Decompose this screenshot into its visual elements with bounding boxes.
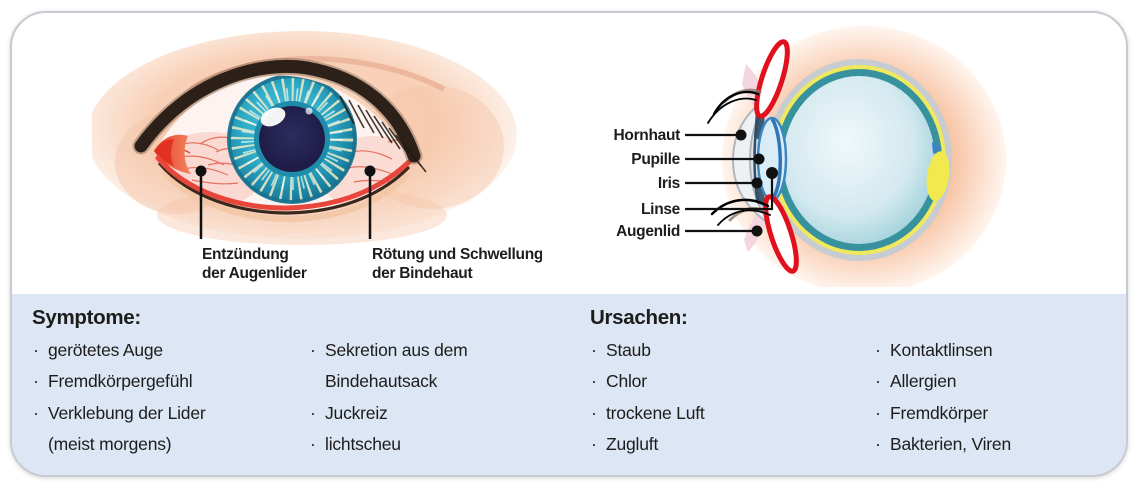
cause-text: Bakterien, Viren: [890, 434, 1011, 455]
label-augenlid: Augenlid: [616, 223, 680, 240]
bullet-icon: ·: [875, 371, 881, 392]
eyelashes: [339, 95, 427, 173]
eyeball: [766, 59, 952, 261]
label-entzuendung-line2: der Augenlider: [202, 265, 307, 282]
bullet-icon: ·: [875, 340, 881, 360]
bullet-icon: ·: [591, 434, 597, 455]
bullet-icon: ·: [591, 402, 597, 423]
bullet-icon: ·: [33, 371, 39, 392]
cause-text: Allergien: [890, 371, 957, 392]
bullet-icon: ·: [591, 340, 597, 360]
list-item: · trockene Luft: [589, 398, 705, 429]
ursachen-list-col1: · Staub · Chlor · trockene Luft · Zugluft: [589, 335, 705, 461]
list-item: · Fremdkörpergefühl: [31, 366, 206, 397]
list-item: · Bakterien, Viren: [873, 429, 1011, 460]
upper-eyelid: [132, 57, 427, 173]
list-item: · Fremdkörper: [873, 398, 1011, 429]
list-item: · Allergien: [873, 366, 1011, 397]
infographic-card: Entzündung der Augenlider Rötung und Sch…: [10, 11, 1128, 477]
symptom-text: Verklebung der Lider (meist morgens): [48, 402, 206, 455]
label-iris: Iris: [658, 175, 680, 192]
cause-text: Kontaktlinsen: [890, 340, 993, 360]
label-linse: Linse: [641, 201, 681, 218]
info-panel: [12, 294, 1126, 475]
label-entzuendung-line1: Entzündung: [202, 246, 289, 263]
symptom-text: Fremdkörpergefühl: [48, 371, 193, 392]
annotation-lines: [685, 133, 774, 233]
bullet-icon: ·: [875, 434, 881, 455]
label-roetung-line2: der Bindehaut: [372, 265, 472, 282]
list-item: · Kontaktlinsen: [873, 335, 1011, 366]
bullet-icon: ·: [33, 402, 39, 423]
bullet-icon: ·: [310, 402, 316, 423]
annotation-dot-eyelid: [195, 165, 207, 177]
ursachen-heading: Ursachen:: [590, 306, 688, 329]
annotation-dots: [735, 129, 778, 237]
cause-text: trockene Luft: [606, 402, 705, 423]
list-item: · Juckreiz: [308, 398, 468, 429]
eye-highlight: [260, 107, 286, 127]
inflamed-eye-illustration: Entzündung der Augenlider Rötung und Sch…: [92, 31, 542, 282]
list-item: · Staub: [589, 335, 705, 366]
cause-text: Staub: [606, 340, 651, 360]
list-item: · Chlor: [589, 366, 705, 397]
eye-cross-section-illustration: Hornhaut Pupille Iris Linse Augenlid: [614, 26, 1006, 287]
symptom-text: gerötetes Auge: [48, 340, 163, 360]
symptom-text: Sekretion aus dem Bindehautsack: [325, 340, 468, 392]
symptome-heading: Symptome:: [32, 306, 141, 329]
label-roetung-line1: Rötung und Schwellung: [372, 246, 542, 263]
bullet-icon: ·: [310, 434, 316, 455]
annotation-lines: [199, 173, 372, 239]
symptom-text: lichtscheu: [325, 434, 401, 455]
label-pupille: Pupille: [631, 151, 680, 168]
list-item: · gerötetes Auge: [31, 335, 206, 366]
upper-eyelid-section: [754, 39, 790, 119]
symptome-list-col1: · gerötetes Auge · Fremdkörpergefühl · Verk…: [31, 335, 206, 461]
bullet-icon: ·: [875, 402, 881, 423]
label-hornhaut: Hornhaut: [614, 127, 681, 144]
bullet-icon: ·: [33, 340, 39, 360]
bullet-icon: ·: [591, 371, 597, 392]
cause-text: Zugluft: [606, 434, 659, 455]
list-item: · lichtscheu: [308, 429, 468, 460]
annotation-dot-conjunctiva: [364, 165, 376, 177]
lower-eyelid-section: [763, 194, 799, 274]
optic-area: [926, 151, 950, 201]
iris: [227, 75, 357, 204]
lower-eyelid: [155, 155, 412, 223]
vitreous-body: [783, 76, 935, 244]
cause-text: Chlor: [606, 371, 647, 392]
symptome-list-col2: · Sekretion aus dem Bindehautsack · Juckre…: [308, 335, 468, 461]
list-item: · Sekretion aus dem Bindehautsack: [308, 335, 468, 398]
bullet-icon: ·: [310, 340, 316, 360]
list-item: · Zugluft: [589, 429, 705, 460]
list-item: · Verklebung der Lider (meist morgens): [31, 398, 206, 461]
symptom-text: Juckreiz: [325, 402, 388, 423]
inner-corner-inflammation: [154, 134, 191, 174]
cause-text: Fremdkörper: [890, 402, 988, 423]
ursachen-list-col2: · Kontaktlinsen · Allergien · Fremdkörper ·…: [873, 335, 1011, 461]
